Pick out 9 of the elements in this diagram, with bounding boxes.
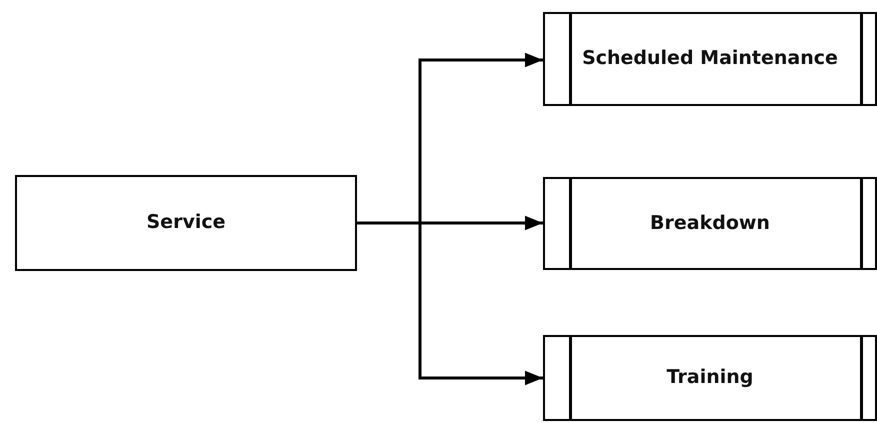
node-label: Scheduled Maintenance bbox=[582, 47, 838, 71]
node-label: Training bbox=[666, 366, 754, 390]
predefined-process-box bbox=[543, 177, 877, 270]
predefined-process-box bbox=[543, 335, 877, 421]
process-box bbox=[15, 175, 357, 271]
node-label: Breakdown bbox=[650, 212, 770, 236]
predefined-process-box bbox=[543, 12, 877, 106]
node-label: Service bbox=[146, 211, 226, 235]
arrow bbox=[357, 222, 543, 386]
